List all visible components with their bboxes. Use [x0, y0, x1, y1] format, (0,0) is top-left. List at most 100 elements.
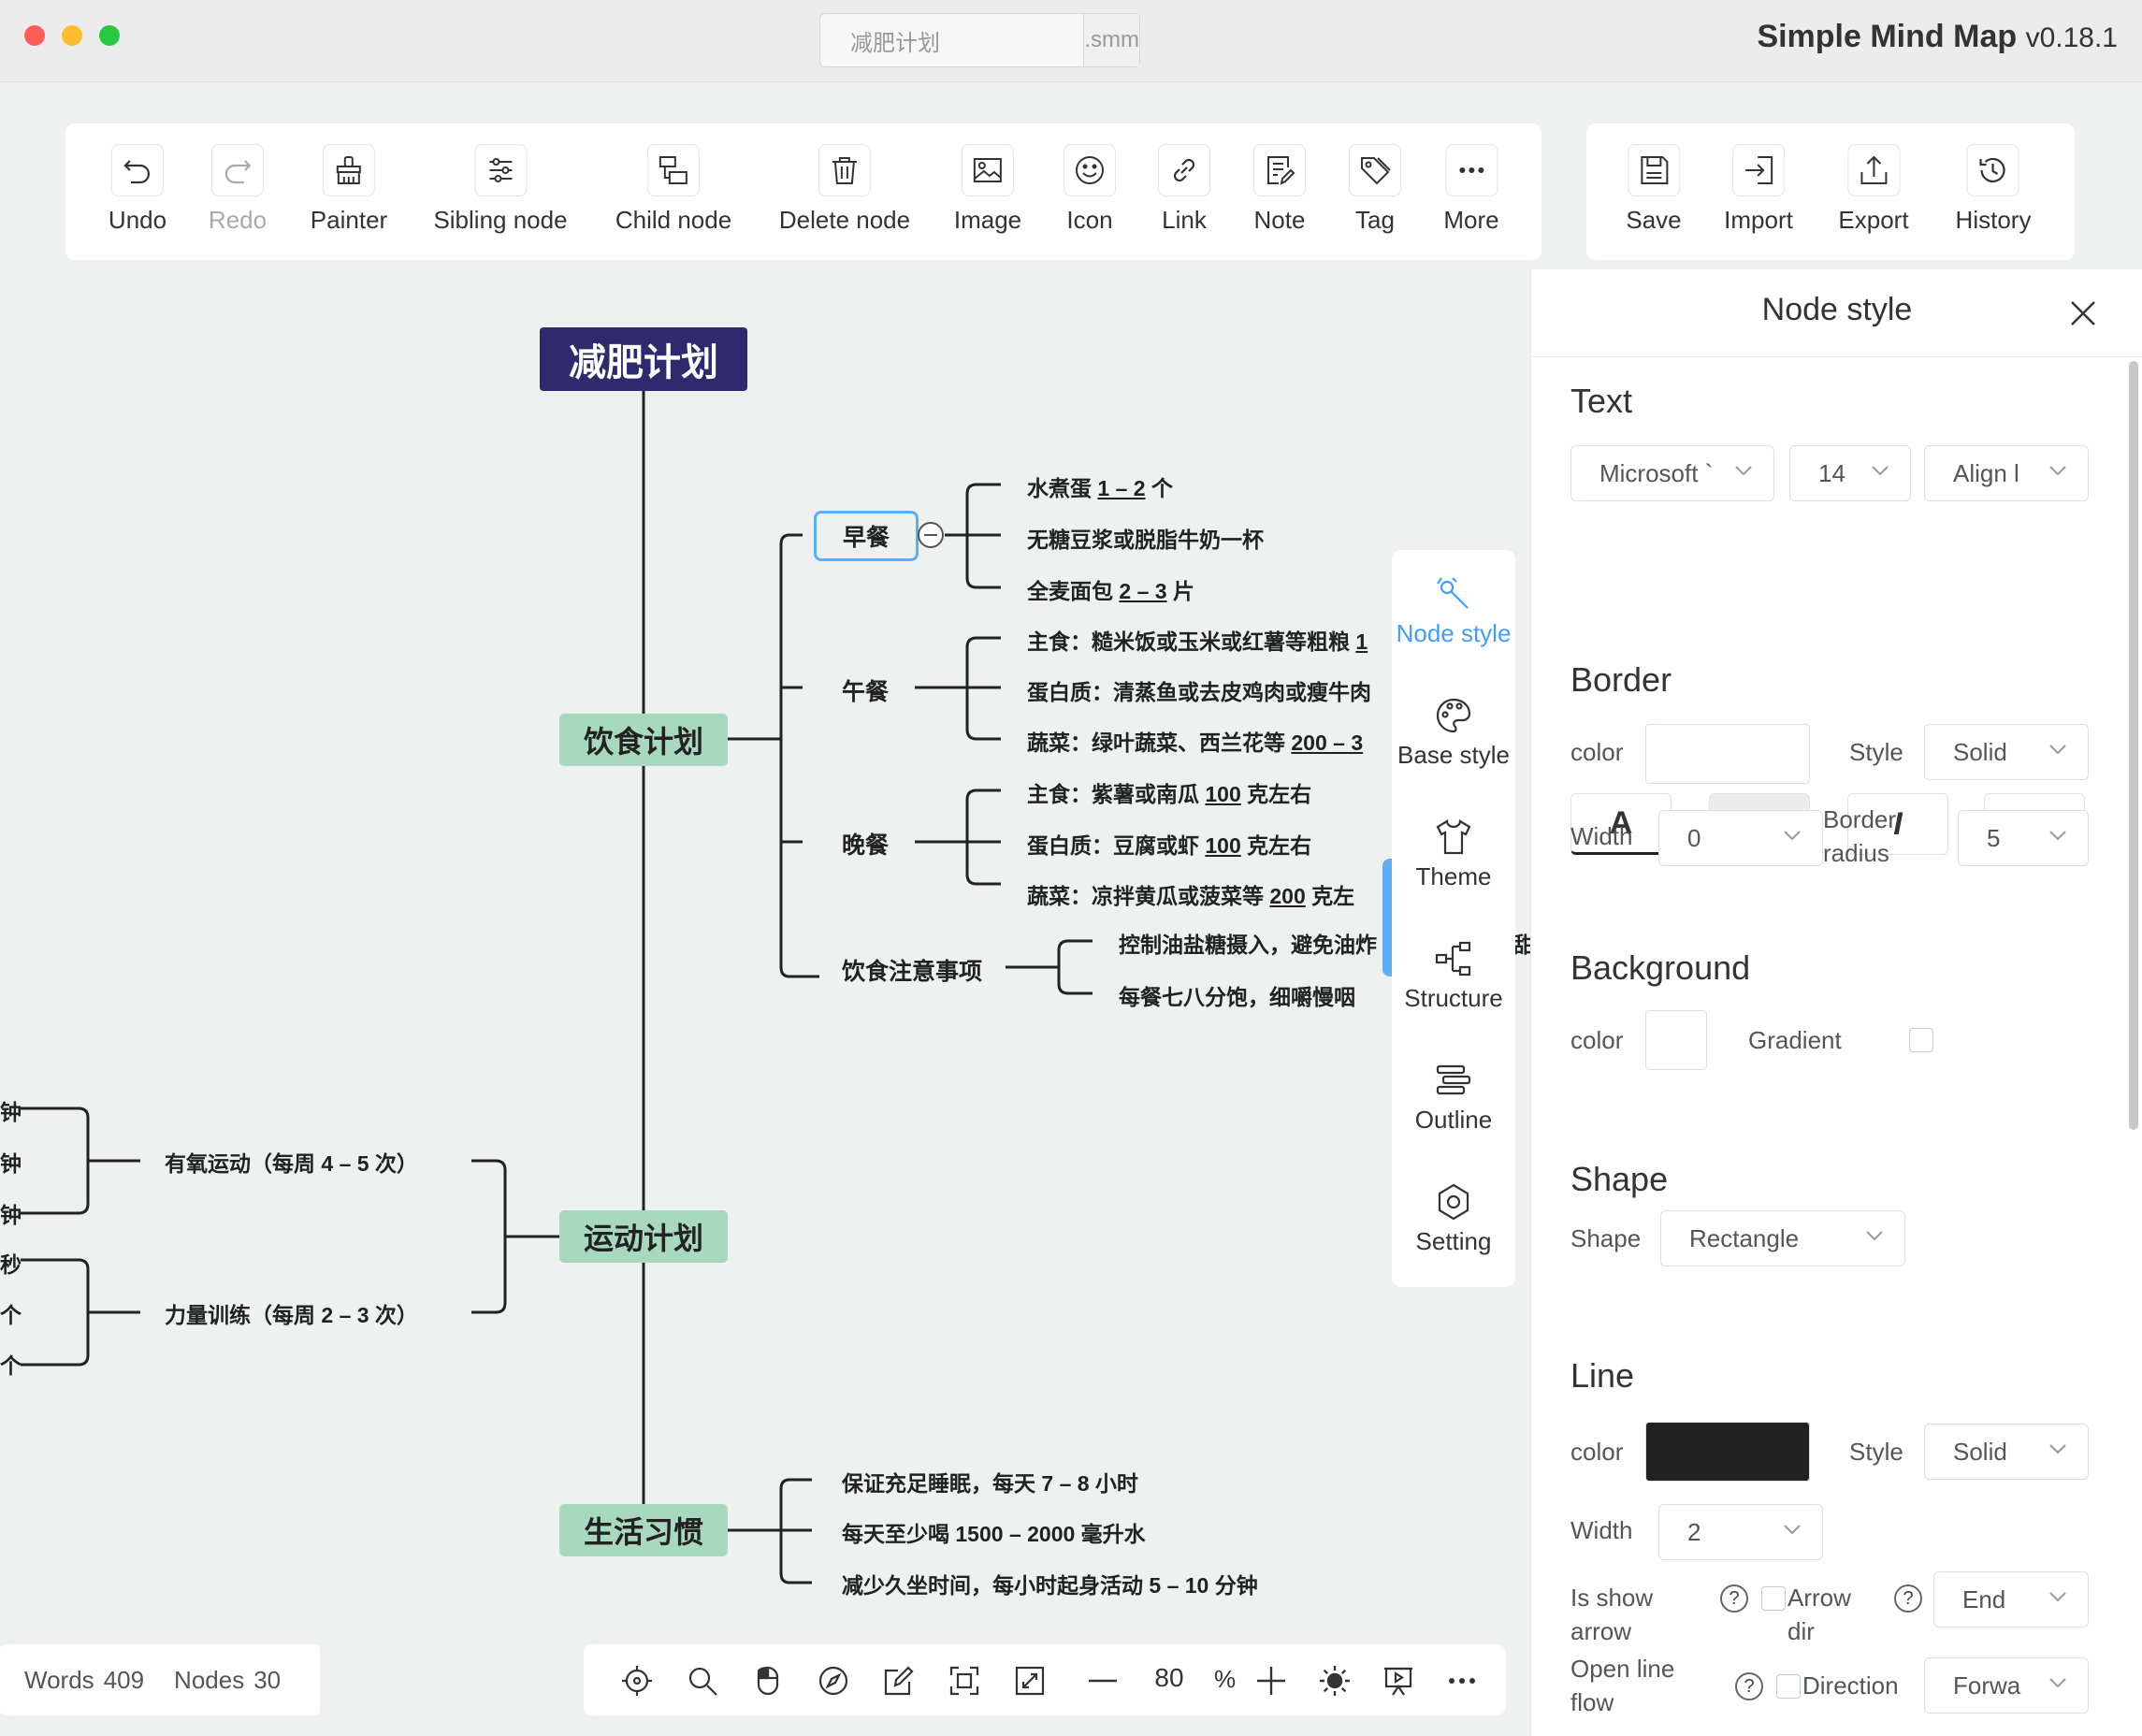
line-flow-label-2: flow [1570, 1688, 1614, 1716]
show-arrow-checkbox[interactable] [1761, 1586, 1786, 1611]
leaf-aerobic-1[interactable]: 钟 [0, 1100, 22, 1124]
history-button[interactable]: History [1956, 144, 2031, 235]
sidebar-item-theme[interactable]: Theme [1392, 817, 1515, 891]
maximize-window-button[interactable] [99, 25, 120, 46]
branch-node-diet[interactable]: 饮食计划 [559, 714, 728, 766]
italic-button[interactable]: I [1847, 793, 1948, 855]
child-node-button[interactable]: Child node [615, 144, 731, 235]
sibling-node-button[interactable]: Sibling node [433, 144, 568, 235]
help-icon[interactable]: ? [1894, 1584, 1922, 1613]
leaf-strength-1[interactable]: 秒 [0, 1252, 22, 1277]
leaf-aerobic-3[interactable]: 钟 [0, 1203, 22, 1227]
search-button[interactable] [687, 1665, 718, 1697]
import-button[interactable]: Import [1724, 144, 1793, 235]
save-button[interactable]: Save [1626, 144, 1682, 235]
leaf-breakfast-3[interactable]: 全麦面包 2 – 3 片 [1027, 579, 1194, 603]
sidebar-item-base-style[interactable]: Base style [1392, 696, 1515, 770]
collapse-icon[interactable] [917, 521, 945, 549]
sidebar-item-setting[interactable]: Setting [1392, 1182, 1515, 1256]
tag-button[interactable]: Tag [1349, 144, 1401, 235]
line-width-select[interactable]: 2 [1658, 1504, 1823, 1560]
node-breakfast[interactable]: 早餐 [814, 511, 919, 561]
edit-mode-button[interactable] [883, 1665, 915, 1697]
gradient-checkbox[interactable] [1909, 1028, 1933, 1052]
presentation-button[interactable] [1382, 1665, 1414, 1697]
smiley-icon [1076, 156, 1104, 184]
leaf-dinner-1[interactable]: 主食：紫薯或南瓜 100 克左右 [1027, 782, 1312, 806]
node-lunch[interactable]: 午餐 [842, 679, 890, 705]
navigator-button[interactable] [818, 1665, 849, 1697]
leaf-habit-2[interactable]: 每天至少喝 1500 – 2000 毫升水 [842, 1522, 1146, 1546]
export-button[interactable]: Export [1838, 144, 1909, 235]
leaf-dinner-2[interactable]: 蛋白质：豆腐或虾 100 克左右 [1027, 833, 1312, 858]
line-color-swatch[interactable] [1645, 1422, 1810, 1482]
leaf-notes-2[interactable]: 每餐七八分饱，细嚼慢咽 [1119, 985, 1355, 1009]
zoom-out-button[interactable] [1087, 1665, 1119, 1697]
painter-button[interactable]: Painter [311, 144, 387, 235]
link-button[interactable]: Link [1158, 144, 1210, 235]
icon-button[interactable]: Icon [1064, 144, 1116, 235]
font-size-select[interactable]: 14 [1789, 445, 1911, 501]
node-dinner[interactable]: 晚餐 [842, 832, 890, 859]
leaf-notes-1[interactable]: 控制油盐糖摄入，避免油炸 [1119, 933, 1377, 957]
panel-scrollbar[interactable] [2129, 361, 2138, 1130]
show-arrow-label-2: arrow [1570, 1617, 1632, 1645]
note-button[interactable]: Note [1253, 144, 1306, 235]
node-strength[interactable]: 力量训练（每周 2 – 3 次） [165, 1303, 418, 1327]
theme-mode-button[interactable] [1319, 1665, 1351, 1697]
branch-node-habits[interactable]: 生活习惯 [559, 1504, 728, 1556]
border-style-select[interactable]: Solid [1924, 724, 2089, 780]
leaf-lunch-2[interactable]: 蛋白质：清蒸鱼或去皮鸡肉或瘦牛肉 [1027, 680, 1371, 704]
leaf-habit-1[interactable]: 保证充足睡眠，每天 7 – 8 小时 [842, 1471, 1138, 1496]
zoom-value[interactable]: 80 [1154, 1663, 1184, 1692]
help-icon[interactable]: ? [1720, 1584, 1748, 1613]
border-radius-select[interactable]: 5 [1958, 810, 2089, 866]
direction-select[interactable]: Forwa [1924, 1657, 2089, 1714]
leaf-habit-3[interactable]: 减少久坐时间，每小时起身活动 5 – 10 分钟 [842, 1573, 1258, 1598]
redo-button[interactable]: Redo [209, 144, 267, 235]
undo-button[interactable]: Undo [109, 144, 166, 235]
font-family-select[interactable]: Microsoft ` [1570, 445, 1774, 501]
delete-node-button[interactable]: Delete node [779, 144, 910, 235]
leaf-aerobic-2[interactable]: 钟 [0, 1151, 22, 1176]
arrow-dir-select[interactable]: End [1933, 1571, 2089, 1628]
filename-field[interactable]: 减肥计划 .smm [819, 13, 1140, 67]
leaf-strength-2[interactable]: 个 [0, 1303, 22, 1327]
line-style-select[interactable]: Solid [1924, 1424, 2089, 1480]
close-icon[interactable] [2070, 300, 2096, 326]
fullscreen-button[interactable] [1014, 1665, 1046, 1697]
sidebar-item-outline[interactable]: Outline [1392, 1061, 1515, 1135]
leaf-dinner-3[interactable]: 蔬菜：凉拌黄瓜或菠菜等 200 克左 [1027, 884, 1355, 908]
leaf-lunch-3[interactable]: 蔬菜：绿叶蔬菜、西兰花等 200 – 3 [1027, 731, 1364, 755]
image-button[interactable]: Image [954, 144, 1021, 235]
node-aerobic[interactable]: 有氧运动（每周 4 – 5 次） [165, 1151, 418, 1176]
close-window-button[interactable] [24, 25, 45, 46]
text-align-select[interactable]: Align l [1924, 445, 2089, 501]
leaf-strength-3[interactable]: 个 [0, 1353, 22, 1378]
sidebar-item-structure[interactable]: Structure [1392, 939, 1515, 1013]
more-button[interactable]: More [1443, 144, 1499, 235]
branch-node-exercise[interactable]: 运动计划 [559, 1210, 728, 1263]
root-node[interactable]: 减肥计划 [540, 327, 747, 391]
leaf-lunch-1[interactable]: 主食：糙米饭或玉米或红薯等粗粮 1 [1027, 629, 1368, 654]
mouse-mode-button[interactable] [752, 1665, 784, 1697]
leaf-breakfast-2[interactable]: 无糖豆浆或脱脂牛奶一杯 [1027, 528, 1264, 552]
help-icon[interactable]: ? [1735, 1672, 1763, 1700]
node-diet-notes[interactable]: 饮食注意事项 [842, 959, 983, 985]
app-version: v0.18.1 [2025, 22, 2118, 53]
mindmap-canvas[interactable]: 减肥计划 饮食计划 运动计划 生活习惯 早餐 水煮蛋 1 – 2 个 无糖豆浆或… [0, 271, 1535, 1736]
sidebar-item-node-style[interactable]: Node style [1392, 574, 1515, 648]
background-color-swatch[interactable] [1645, 1010, 1707, 1070]
leaf-breakfast-1[interactable]: 水煮蛋 1 – 2 个 [1027, 476, 1173, 500]
border-color-swatch[interactable] [1645, 724, 1810, 784]
shape-select[interactable]: Rectangle [1660, 1210, 1905, 1266]
filename-input[interactable]: 减肥计划 [820, 14, 1085, 66]
locate-button[interactable] [621, 1665, 653, 1697]
line-flow-checkbox[interactable] [1776, 1674, 1801, 1699]
more-view-button[interactable] [1446, 1665, 1478, 1697]
fit-canvas-button[interactable] [948, 1665, 980, 1697]
zoom-in-button[interactable] [1255, 1665, 1287, 1697]
minimize-window-button[interactable] [62, 25, 82, 46]
border-width-select[interactable]: 0 [1658, 810, 1823, 866]
edit-icon [884, 1666, 914, 1696]
